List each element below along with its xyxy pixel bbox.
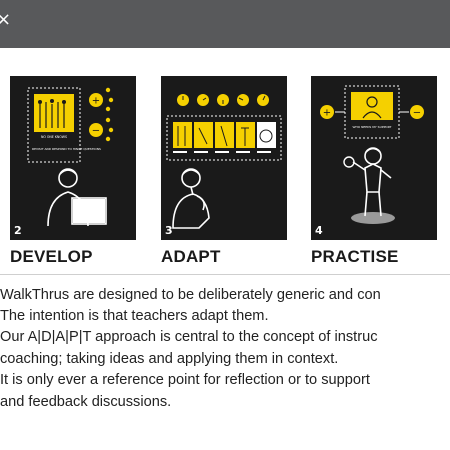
step-card-develop[interactable]: NO ONE KNOWS REVISIT AND RESPOND TO HING… (10, 76, 136, 240)
step-number: 3 (165, 224, 173, 237)
divider (0, 274, 450, 275)
step-label-practise: PRACTISE (311, 247, 399, 266)
adapt-illustration (166, 94, 282, 229)
step-card-adapt[interactable]: 3 (161, 76, 287, 240)
svg-text:−: − (92, 126, 100, 137)
step-number: 2 (14, 224, 22, 237)
top-bar: × (0, 0, 450, 48)
svg-text:−: − (413, 108, 421, 119)
develop-screen-caption: NO ONE KNOWS (41, 135, 67, 139)
step-label-adapt: ADAPT (161, 247, 221, 266)
step-card-practise[interactable]: + − WHO NEEDS MY SUPPORT 4 (311, 76, 437, 240)
body-line: Our A|D|A|P|T approach is central to the… (0, 329, 378, 345)
body-line: The intention is that teachers adapt the… (0, 308, 269, 324)
practise-illustration: + − WHO NEEDS MY SUPPORT (320, 85, 424, 224)
develop-caption: REVISIT AND RESPOND TO HINGE QUESTIONS (32, 147, 101, 151)
body-line: It is only ever a reference point for re… (0, 372, 370, 388)
svg-text:+: + (92, 96, 100, 107)
step-number: 4 (315, 224, 323, 237)
practise-screen-caption: WHO NEEDS MY SUPPORT (353, 125, 392, 129)
develop-illustration: NO ONE KNOWS REVISIT AND RESPOND TO HING… (27, 87, 114, 227)
body-line: and feedback discussions. (0, 394, 172, 410)
svg-text:+: + (323, 108, 331, 119)
step-label-develop: DEVELOP (10, 247, 93, 266)
close-icon[interactable]: × (0, 9, 12, 30)
body-line: WalkThrus are designed to be deliberatel… (0, 287, 381, 303)
body-line: coaching; taking ideas and applying them… (0, 351, 339, 367)
